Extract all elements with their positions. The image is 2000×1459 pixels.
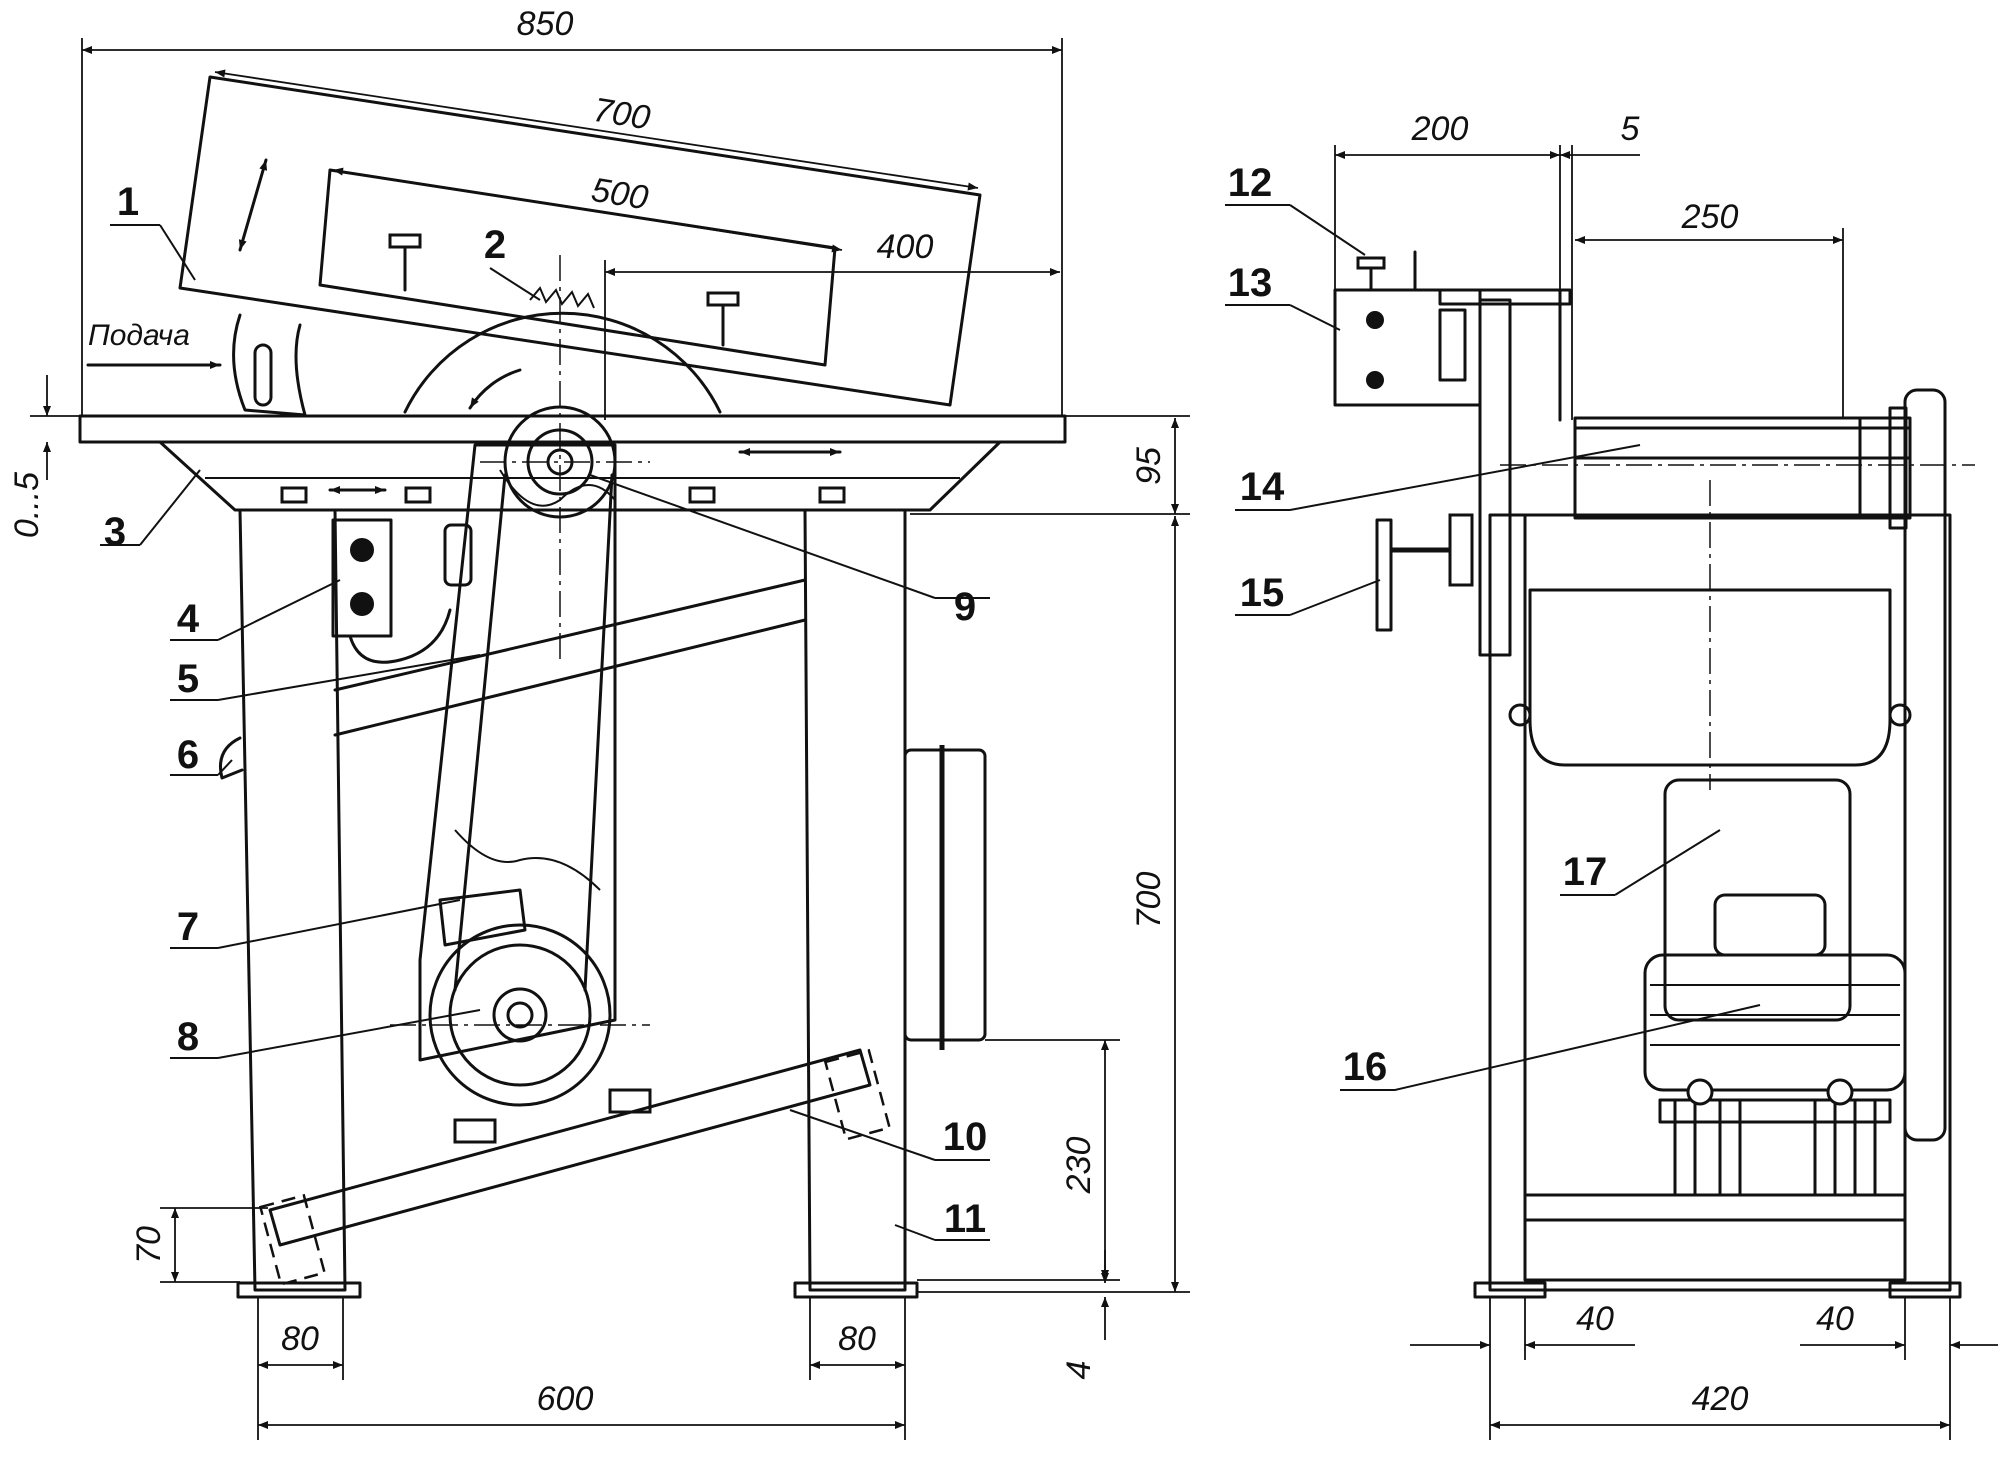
dimension-lines <box>30 38 1998 1440</box>
front-view <box>78 75 1067 1299</box>
cable-clamp <box>443 523 473 587</box>
side-foot-right <box>1888 1281 1962 1299</box>
callout-2: 2 <box>484 223 506 267</box>
belt-housing-side <box>1663 778 1852 1022</box>
table-frame <box>158 440 1002 512</box>
dust-chute <box>1528 588 1892 767</box>
left-foot <box>236 1281 362 1299</box>
dim-5: 5 <box>1621 110 1640 148</box>
dim-80-right: 80 <box>838 1320 876 1358</box>
diagonal-brace-lower <box>333 618 807 737</box>
side-frame-inner <box>1523 513 1907 1282</box>
dim-80-left: 80 <box>281 1320 319 1358</box>
cover-bolt-right <box>706 291 740 347</box>
diagonal-brace-upper <box>333 578 807 692</box>
dim-95: 95 <box>1130 447 1168 485</box>
motor-plate <box>268 1048 872 1247</box>
dim-850: 850 <box>517 5 574 43</box>
dim-700-top: 700 <box>591 91 653 137</box>
cover-bolt-left <box>388 233 422 292</box>
callout-14: 14 <box>1240 465 1285 509</box>
dim-70: 70 <box>130 1226 168 1264</box>
callout-12: 12 <box>1228 161 1273 205</box>
saw-teeth <box>529 286 595 309</box>
switch-box <box>331 518 393 638</box>
feed-label: Подача <box>88 319 190 352</box>
callout-leaders <box>100 204 1761 1241</box>
callout-16: 16 <box>1343 1045 1388 1089</box>
dim-40-left: 40 <box>1576 1300 1614 1338</box>
dim-700-height: 700 <box>1130 872 1168 929</box>
handwheel <box>1375 518 1393 632</box>
callout-5: 5 <box>177 657 199 701</box>
callout-11: 11 <box>944 1197 986 1241</box>
bottom-rail <box>1523 1193 1907 1222</box>
table-top <box>78 414 1067 444</box>
saw-blade <box>403 311 722 414</box>
inner-cover <box>318 168 837 367</box>
dim-200: 200 <box>1411 110 1469 148</box>
dim-40-right: 40 <box>1816 1300 1854 1338</box>
callout-8: 8 <box>177 1015 199 1059</box>
motor-bracket <box>438 888 527 947</box>
belt-left <box>453 473 507 992</box>
callout-9: 9 <box>954 585 976 629</box>
blade-rotation-arrow <box>468 368 522 410</box>
dim-0-5: 0...5 <box>8 472 46 538</box>
side-belt-plate <box>1903 388 1947 1142</box>
lower-pulley-housing <box>428 923 612 1107</box>
right-leg <box>803 508 907 1292</box>
dim-420: 420 <box>1692 1380 1749 1418</box>
plate-end-right <box>823 1048 892 1141</box>
callout-4: 4 <box>177 597 200 641</box>
motor-mount-left <box>453 1118 497 1144</box>
guard-break-lower <box>454 829 601 891</box>
callout-15: 15 <box>1240 571 1285 615</box>
side-handle <box>219 736 244 780</box>
side-foot-left <box>1473 1281 1547 1299</box>
side-bracket <box>1478 298 1512 657</box>
right-foot <box>793 1281 919 1299</box>
dim-230: 230 <box>1060 1137 1098 1195</box>
callout-7: 7 <box>177 905 199 949</box>
dim-4: 4 <box>1060 1361 1098 1380</box>
callout-10: 10 <box>943 1115 988 1159</box>
callout-1: 1 <box>117 180 139 224</box>
callout-17: 17 <box>1563 850 1608 894</box>
switch-cable <box>348 608 452 664</box>
spring-guard <box>232 313 307 417</box>
callouts: 1 2 3 4 5 6 7 8 9 10 11 12 13 14 15 16 1… <box>104 161 1607 1241</box>
callout-3: 3 <box>104 510 126 554</box>
dimension-texts: 850 700 500 400 0...5 95 700 230 4 70 80… <box>8 5 1854 1418</box>
electrical-box <box>903 748 987 1042</box>
guard-slot <box>253 343 273 407</box>
dim-250: 250 <box>1681 198 1739 236</box>
motor-terminal-box <box>1713 893 1827 957</box>
table-strip <box>1573 426 1912 460</box>
fence-block <box>1333 288 1482 407</box>
dim-600: 600 <box>537 1380 594 1418</box>
tilt-arrow <box>238 158 268 252</box>
callout-13: 13 <box>1228 261 1273 305</box>
left-leg <box>238 508 347 1292</box>
side-view <box>1333 250 1975 1299</box>
callout-6: 6 <box>177 733 199 777</box>
side-table <box>1573 416 1912 520</box>
dim-400: 400 <box>877 228 934 266</box>
dim-500: 500 <box>589 171 651 217</box>
belt-right <box>583 473 614 992</box>
tilted-guard <box>178 75 982 407</box>
plate-end-left <box>258 1193 327 1286</box>
